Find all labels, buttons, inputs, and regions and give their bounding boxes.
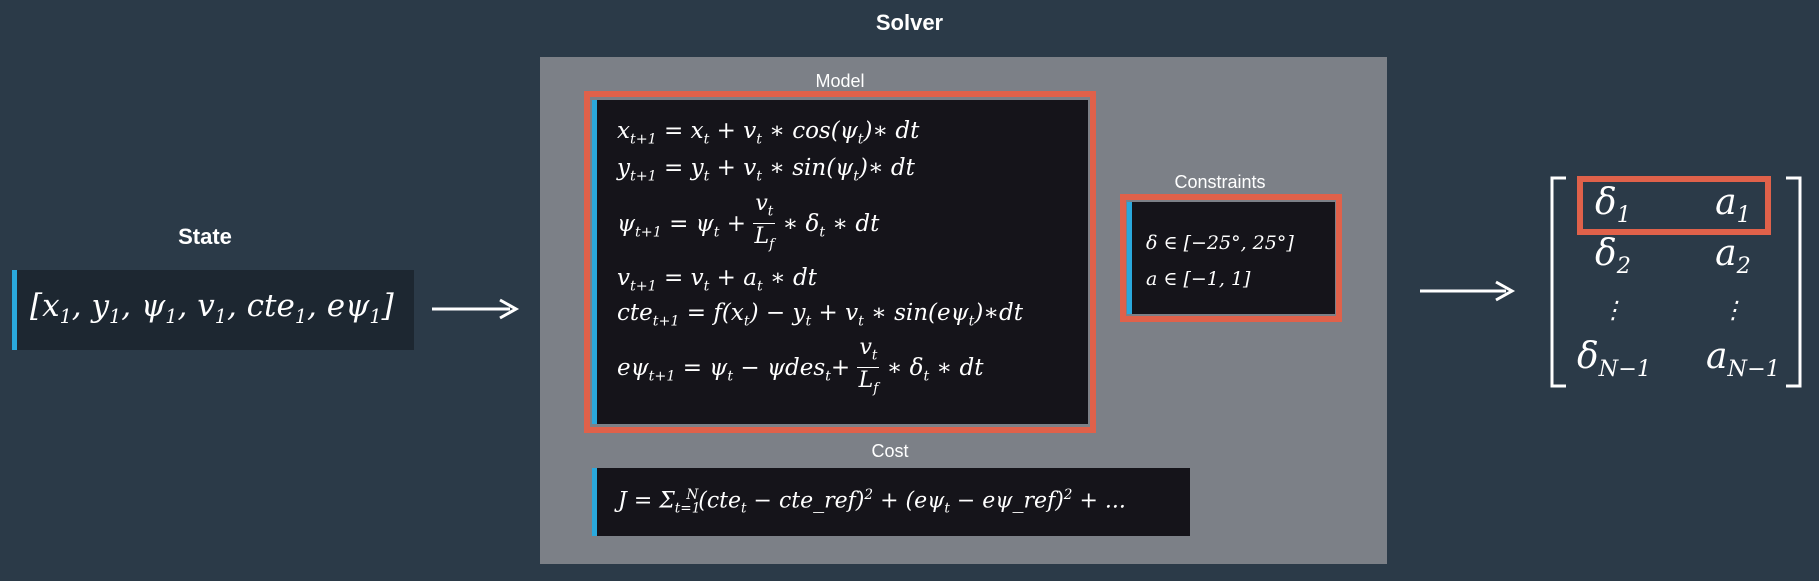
matrix-cell-a-2: a2 <box>1715 233 1751 280</box>
constraints-highlight-frame <box>1120 194 1342 322</box>
matrix-cell-a-1: a1 <box>1715 182 1751 229</box>
matrix-cell-delta-n: δN−1 <box>1576 336 1652 383</box>
first-actuation-highlight <box>1577 176 1771 235</box>
model-equation-y: yt+1 = yt + vt ∗ sin(ψt)∗ dt <box>617 155 915 185</box>
model-label: Model <box>815 71 865 91</box>
arrow-right-icon <box>1418 278 1518 304</box>
model-highlight-frame <box>584 91 1096 433</box>
constraints-label: Constraints <box>1174 172 1266 192</box>
state-box <box>12 270 414 350</box>
matrix-bracket-left <box>1548 176 1570 393</box>
matrix-cell-delta-1: δ1 <box>1595 182 1631 229</box>
matrix-cell-delta-2: δ2 <box>1595 233 1631 280</box>
solver-title: Solver <box>875 10 944 35</box>
constraint-a: a ∈ [−1, 1] <box>1146 268 1251 290</box>
cost-function: J = Σt=1N(ctet − cte_ref)2 + (eψt − eψ_r… <box>618 487 1126 517</box>
model-equation-x: xt+1 = xt + vt ∗ cos(ψt)∗ dt <box>617 118 920 148</box>
matrix-cell-ellipsis-2: ⋮ <box>1721 296 1745 324</box>
state-vector: [x1, y1, ψ1, v1, cte1, eψ1] <box>30 288 394 329</box>
constraints-box <box>1127 202 1335 314</box>
matrix-cell-ellipsis-1: ⋮ <box>1601 296 1625 324</box>
model-box <box>592 100 1088 424</box>
cost-label: Cost <box>871 441 909 461</box>
model-equation-cte: ctet+1 = f(xt) − yt + vt ∗ sin(eψt)∗dt <box>617 300 1023 330</box>
model-equation-v: vt+1 = vt + at ∗ dt <box>617 265 817 295</box>
constraint-delta: δ ∈ [−25°, 25°] <box>1146 232 1294 254</box>
matrix-bracket-right <box>1782 176 1804 393</box>
arrow-right-icon <box>430 296 522 322</box>
cost-box <box>592 468 1190 536</box>
state-title: State <box>178 224 232 249</box>
matrix-cell-a-n: aN−1 <box>1706 336 1780 383</box>
